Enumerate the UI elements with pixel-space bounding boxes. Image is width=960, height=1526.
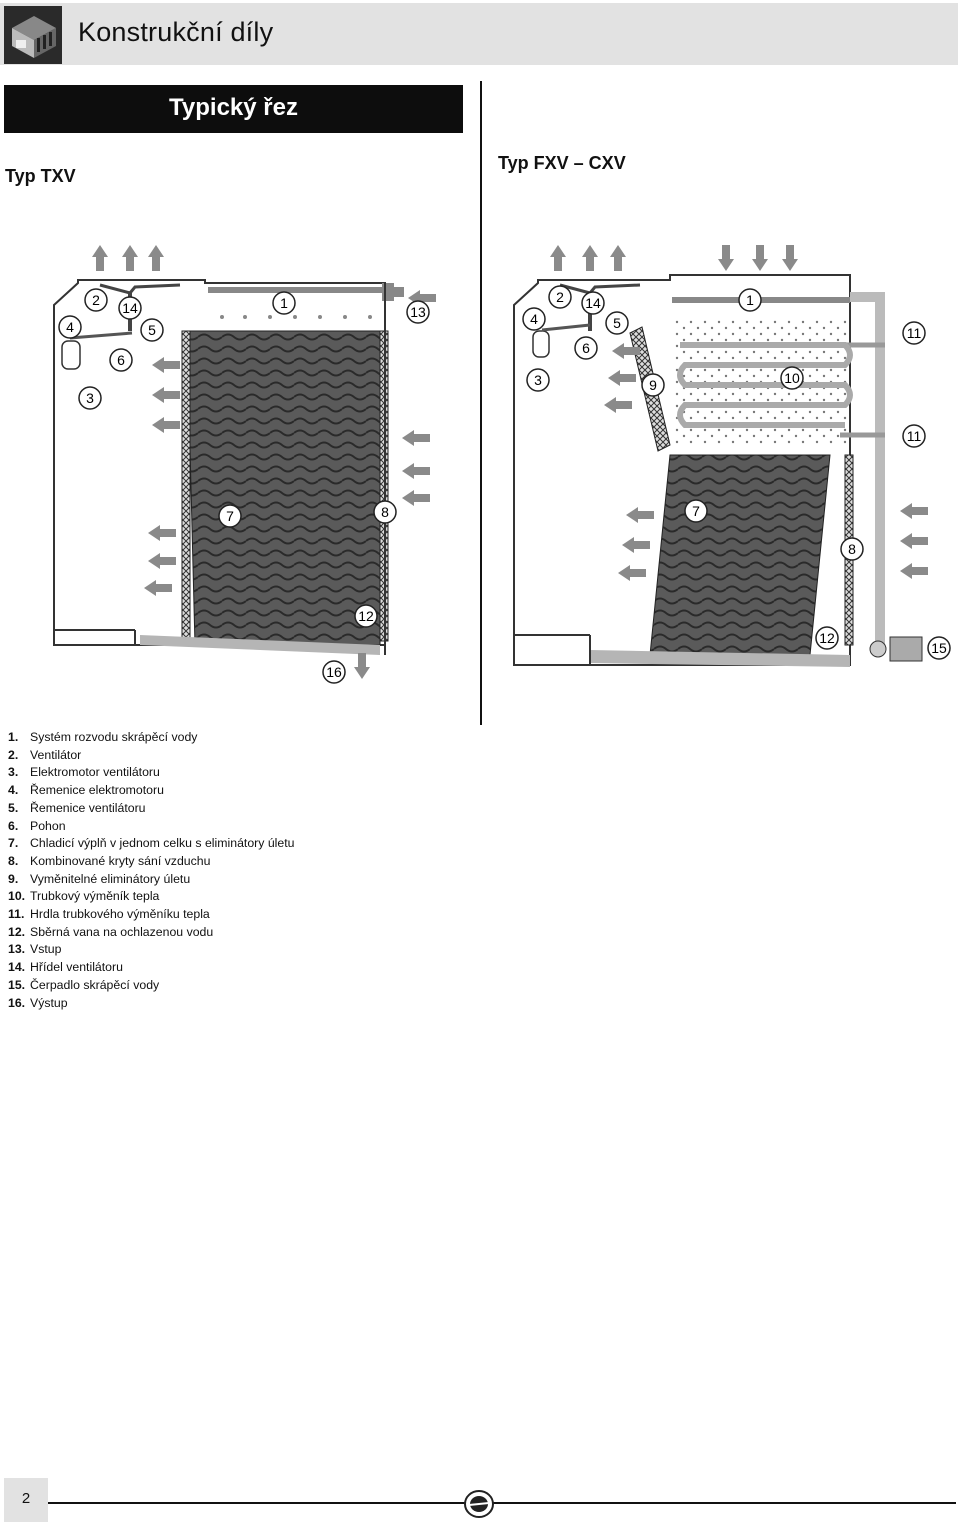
svg-text:1: 1	[746, 292, 754, 308]
callout-8: 8	[373, 500, 397, 524]
svg-text:7: 7	[692, 503, 700, 519]
callout-10: 10	[780, 366, 804, 390]
callout-12: 12	[354, 604, 378, 628]
legend-list: 1.Systém rozvodu skrápěcí vody 2.Ventilá…	[8, 729, 295, 1012]
legend-item: 9.Vyměnitelné eliminátory úletu	[8, 871, 191, 886]
svg-text:2: 2	[92, 292, 100, 308]
callout-2: 2	[84, 288, 108, 312]
footer-rule	[48, 1502, 956, 1504]
legend-item: 11.Hrdla trubkového výměníku tepla	[8, 907, 210, 922]
svg-text:16: 16	[326, 664, 342, 680]
legend-item: 1.Systém rozvodu skrápěcí vody	[8, 730, 198, 744]
svg-text:8: 8	[381, 504, 389, 520]
callout-14: 14	[118, 296, 142, 320]
page-title: Konstrukční díly	[78, 17, 274, 47]
svg-text:4: 4	[66, 319, 74, 335]
callout-1: 1	[272, 291, 296, 315]
callout-11b: 11	[902, 424, 926, 448]
legend-item: 14.Hřídel ventilátoru	[8, 960, 123, 975]
svg-text:14: 14	[122, 300, 138, 316]
svg-text:10: 10	[784, 370, 800, 386]
svg-text:3: 3	[86, 390, 94, 406]
svg-text:5: 5	[613, 315, 621, 331]
callout-4-right: 4	[522, 307, 546, 331]
callout-12-right: 12	[815, 626, 839, 650]
legend-item: 4.Řemenice elektromotoru	[8, 783, 164, 798]
legend-item: 2.Ventilátor	[8, 747, 82, 762]
callout-13: 13	[406, 300, 430, 324]
svg-text:3: 3	[534, 372, 542, 388]
legend-item: 8.Kombinované kryty sání vzduchu	[8, 853, 211, 868]
type-fxv-cxv-label: Typ FXV – CXV	[498, 153, 626, 173]
svg-text:8: 8	[848, 541, 856, 557]
header-bar: Konstrukční díly	[0, 3, 958, 65]
callout-1-right: 1	[738, 288, 762, 312]
svg-text:4: 4	[530, 311, 538, 327]
legend-item: 10.Trubkový výměník tepla	[8, 889, 160, 904]
page-number: 2	[21, 1490, 31, 1507]
bac-logo-icon	[464, 1490, 494, 1518]
callout-7-right: 7	[684, 499, 708, 523]
callout-2-right: 2	[548, 285, 572, 309]
cooling-tower-logo-icon	[4, 6, 62, 64]
callout-3-right: 3	[526, 368, 550, 392]
svg-text:12: 12	[819, 630, 835, 646]
svg-text:2: 2	[556, 289, 564, 305]
legend-item: 7.Chladicí výplň v jednom celku s elimin…	[8, 836, 295, 851]
callout-6: 6	[109, 348, 133, 372]
svg-text:1: 1	[280, 295, 288, 311]
svg-text:13: 13	[410, 304, 426, 320]
column-divider	[480, 81, 482, 725]
svg-text:9: 9	[649, 377, 657, 393]
callout-6-right: 6	[574, 336, 598, 360]
txv-diagram	[53, 245, 436, 679]
svg-text:6: 6	[582, 340, 590, 356]
svg-text:5: 5	[148, 322, 156, 338]
svg-text:7: 7	[226, 508, 234, 524]
fxv-cxv-diagram	[513, 245, 928, 667]
cross-section-diagram: 1 2 14 4 5 6 3 13 7 8 12 16 1 2 14 4 5 6…	[53, 245, 951, 684]
callout-14-right: 14	[581, 291, 605, 315]
callout-4: 4	[58, 315, 82, 339]
legend-item: 13.Vstup	[8, 942, 62, 957]
legend-item: 12.Sběrná vana na ochlazenou vodu	[8, 924, 214, 939]
svg-text:11: 11	[907, 428, 922, 444]
legend-item: 6.Pohon	[8, 818, 66, 833]
callout-8-right: 8	[840, 537, 864, 561]
section-banner: Typický řez	[4, 85, 463, 133]
legend-item: 15.Čerpadlo skrápěcí vody	[8, 977, 160, 992]
callout-5-right: 5	[605, 311, 629, 335]
callout-11a: 11	[902, 321, 926, 345]
svg-text:14: 14	[585, 295, 601, 311]
svg-text:11: 11	[907, 325, 922, 341]
svg-text:12: 12	[358, 608, 374, 624]
callout-7: 7	[218, 504, 242, 528]
callout-5: 5	[140, 318, 164, 342]
callout-3: 3	[78, 386, 102, 410]
callout-15: 15	[927, 636, 951, 660]
legend-item: 16.Výstup	[8, 995, 68, 1010]
page-number-box: 2	[4, 1478, 48, 1522]
legend-item: 3.Elektromotor ventilátoru	[8, 765, 160, 780]
svg-text:6: 6	[117, 352, 125, 368]
type-txv-label: Typ TXV	[5, 166, 76, 186]
callout-16: 16	[322, 660, 346, 684]
callout-9: 9	[641, 373, 665, 397]
svg-text:15: 15	[931, 640, 947, 656]
section-title: Typický řez	[169, 94, 298, 121]
legend-item: 5.Řemenice ventilátoru	[8, 800, 146, 815]
